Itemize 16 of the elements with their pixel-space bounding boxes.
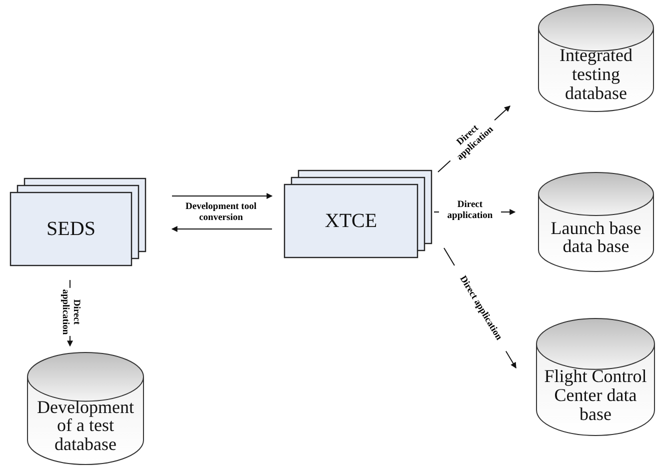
node-label: XTCE xyxy=(324,210,378,232)
edge-label: Direct application xyxy=(59,288,81,336)
database-cylinder xyxy=(27,352,144,465)
document-stack xyxy=(10,178,146,266)
arrow xyxy=(172,193,273,199)
node-label: Integrated testing database xyxy=(558,46,634,103)
database-cylinder xyxy=(536,318,655,436)
node-label: Flight Control Center data base xyxy=(543,366,648,424)
database-cylinder xyxy=(538,172,654,272)
database-cylinder xyxy=(538,4,654,112)
document-stack xyxy=(284,170,432,258)
node-label: Launch base data base xyxy=(550,218,642,256)
node-label: Development of a test database xyxy=(36,398,135,454)
arrow xyxy=(171,226,272,232)
edge-label: Direct application xyxy=(439,200,501,222)
node-label: SEDS xyxy=(46,218,96,240)
